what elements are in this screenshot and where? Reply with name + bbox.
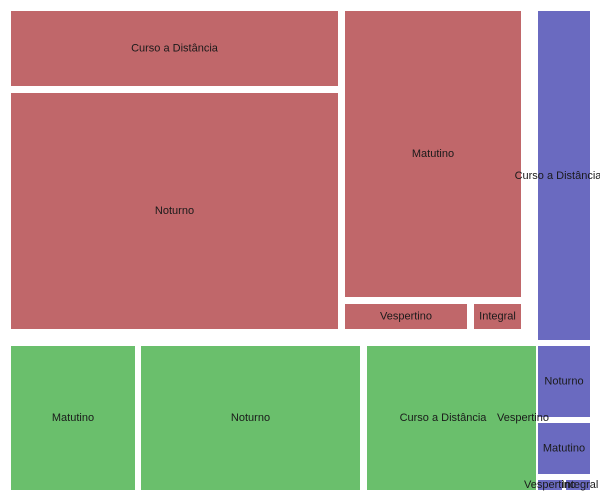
treemap-tile[interactable] [538, 346, 590, 417]
treemap-tile[interactable] [538, 480, 562, 490]
treemap-tile-label: Noturno [231, 412, 270, 424]
treemap-tile-label: Vespertino [497, 412, 549, 424]
treemap-tile[interactable] [11, 93, 338, 329]
treemap-tile-label: Noturno [544, 376, 583, 388]
treemap-tile-label: Curso a Distância [131, 43, 219, 55]
treemap-tile[interactable] [474, 304, 521, 329]
treemap-tile[interactable] [538, 11, 590, 340]
treemap-tile-label: Matutino [52, 412, 94, 424]
treemap-tile-label: Vespertino [380, 311, 432, 323]
treemap-tile-label: Matutino [412, 148, 454, 160]
treemap-tile[interactable] [141, 346, 360, 490]
treemap-tile[interactable] [345, 11, 521, 297]
treemap-tile[interactable] [345, 304, 467, 329]
treemap-tile[interactable] [538, 423, 590, 474]
treemap-tile-label: Curso a Distância [515, 170, 600, 182]
treemap-tile-label: Noturno [155, 205, 194, 217]
treemap-tile[interactable] [519, 346, 536, 490]
treemap-tile-label: Integral [562, 479, 599, 491]
treemap-tile-label: Curso a Distância [400, 412, 488, 424]
treemap-tile-label: Matutino [543, 443, 585, 455]
treemap-tile[interactable] [11, 11, 338, 86]
treemap-tile[interactable] [566, 480, 590, 490]
treemap-tile[interactable] [367, 346, 519, 490]
treemap-tile[interactable] [11, 346, 135, 490]
treemap-tile-label: Vespertino [524, 479, 576, 491]
treemap-tile-label: Integral [479, 311, 516, 323]
